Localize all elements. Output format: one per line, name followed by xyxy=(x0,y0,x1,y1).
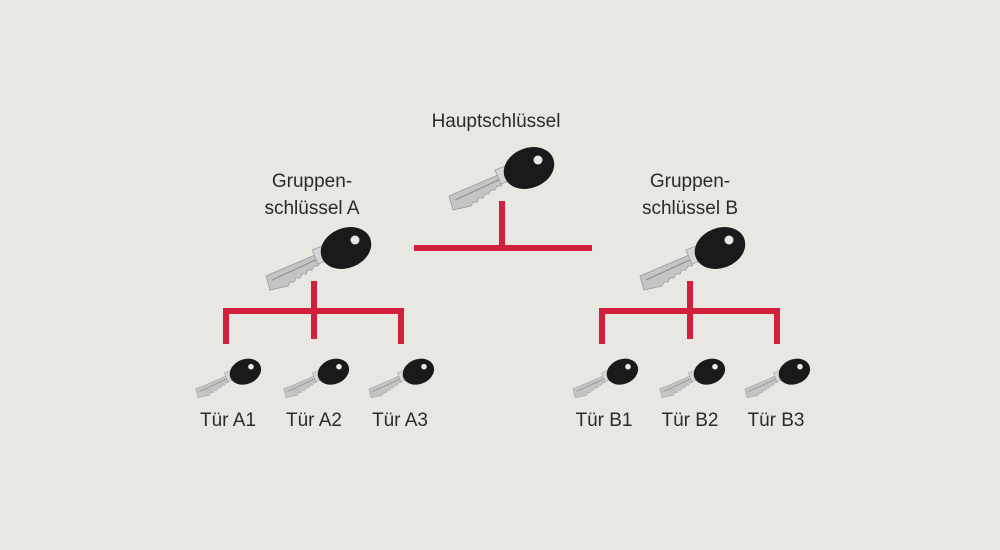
master-connector-bar xyxy=(414,245,592,251)
key-icon xyxy=(572,358,639,399)
group-a-connector-drop-3 xyxy=(398,308,404,344)
key-icon xyxy=(283,358,350,399)
group-a-label: Gruppen- schlüssel A xyxy=(264,171,360,219)
key-icon xyxy=(744,358,811,399)
group-b-connector-bar xyxy=(599,308,780,314)
group-b-connector-drop-1 xyxy=(599,308,605,344)
master-connector-stem xyxy=(499,201,505,250)
key-icon xyxy=(368,358,435,399)
master-key-label: Hauptschlüssel xyxy=(431,111,561,132)
key-icon xyxy=(265,227,372,291)
key-icon xyxy=(195,358,262,399)
key-icon xyxy=(639,227,746,291)
door-a1-label: Tür A1 xyxy=(200,410,256,431)
door-a2-label: Tür A2 xyxy=(286,410,342,431)
group-b-connector-drop-3 xyxy=(774,308,780,344)
door-b2-label: Tür B2 xyxy=(661,410,719,431)
group-a-connector-bar xyxy=(223,308,404,314)
key-icon xyxy=(659,358,726,399)
door-b1-label: Tür B1 xyxy=(575,410,633,431)
door-b3-label: Tür B3 xyxy=(747,410,805,431)
door-a3-label: Tür A3 xyxy=(372,410,428,431)
group-a-connector-drop-1 xyxy=(223,308,229,344)
key-icon xyxy=(448,147,555,211)
group-b-label: Gruppen- schlüssel B xyxy=(641,171,739,219)
